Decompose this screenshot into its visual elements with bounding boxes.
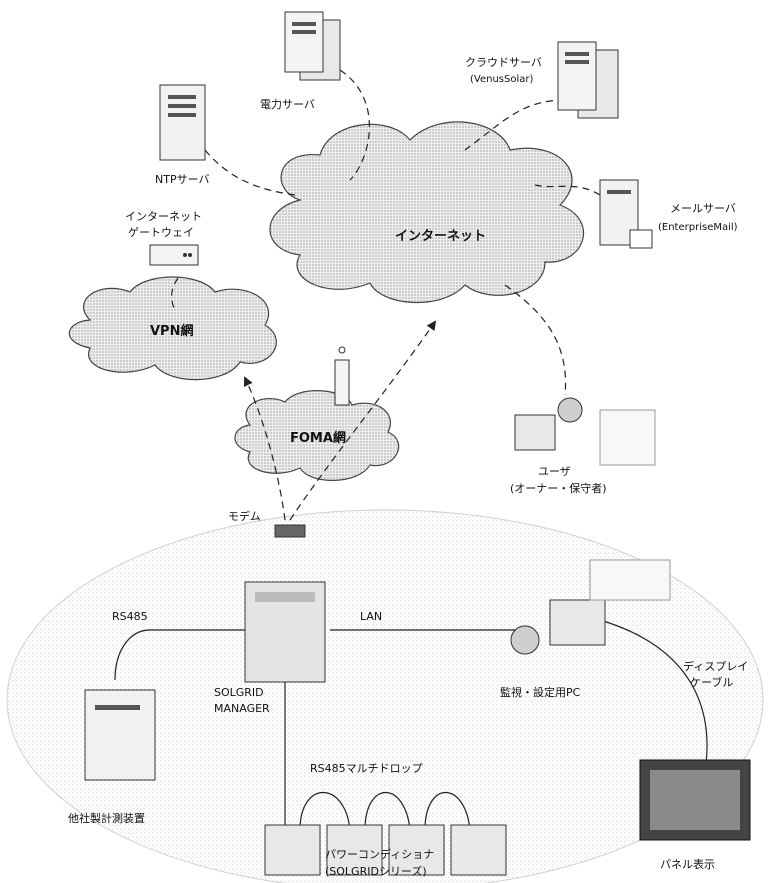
label-user-2: (オーナー・保守者) [510,481,607,495]
solgrid-manager-icon [244,581,326,683]
label-display-cable-1: ディスプレイ [683,659,748,673]
link-cloudserver [464,99,566,151]
label-mail-server-sub: (EnterpriseMail) [658,222,738,233]
label-cloud-server-sub: (VenusSolar) [470,74,533,85]
label-foma: FOMA網 [290,430,346,446]
link-multidrop-2 [364,791,411,831]
internet-cloud [269,121,585,304]
link-multidrop-3 [424,791,471,831]
label-rs485: RS485 [112,610,148,623]
link-modem-internet [289,320,437,521]
foma-cloud [234,390,400,481]
label-gateway-2: ゲートウェイ [128,226,194,239]
pcs-icons [264,824,507,876]
vpn-cloud [68,276,277,381]
label-vpn: VPN網 [150,323,193,339]
label-display-cable-2: ケーブル [690,675,733,689]
dashed-links [171,69,601,521]
user-icon [514,397,656,466]
panel-display-icon [639,759,751,841]
link-gateway-vpn [171,277,179,311]
mail-server-icon [599,179,653,249]
label-solgrid-2: MANAGER [214,702,270,715]
link-power [339,69,370,181]
antenna-icon [334,346,350,406]
label-monitor-pc: 監視・設定用PC [500,685,581,699]
link-modem-vpn [243,376,286,521]
label-mail-server: メールサーバ [670,202,736,215]
link-mail [534,184,601,196]
link-ntp [204,149,296,196]
label-panel-display: パネル表示 [660,857,715,871]
label-power-server: 電力サーバ [260,98,315,111]
label-meter: 他社製計測装置 [68,811,145,825]
link-multidrop-1 [299,792,351,831]
label-internet: インターネット [395,229,486,244]
label-rs485-multidrop: RS485マルチドロップ [310,762,423,775]
label-ntp-server: NTPサーバ [155,173,209,186]
monitor-pc-icon [510,559,671,655]
label-user-1: ユーザ [538,465,571,478]
link-rs485 [114,629,245,681]
label-cloud-server: クラウドサーバ [465,56,542,69]
power-server-icon [284,11,341,81]
gateway-icon [149,244,199,266]
label-solgrid-1: SOLGRID [214,686,264,699]
solid-links [114,619,708,831]
modem-icon [274,524,306,538]
label-modem: モデム [228,509,261,523]
label-pcs-2: (SOLGRIDシリーズ) [325,864,427,878]
label-gateway-1: インターネット [125,210,202,223]
ntp-server-icon [159,84,206,161]
label-lan: LAN [360,610,382,623]
meter-icon [84,689,156,781]
link-user [504,284,567,396]
label-pcs-1: パワーコンディショナ [325,847,434,861]
cloud-server-icon [557,41,619,119]
